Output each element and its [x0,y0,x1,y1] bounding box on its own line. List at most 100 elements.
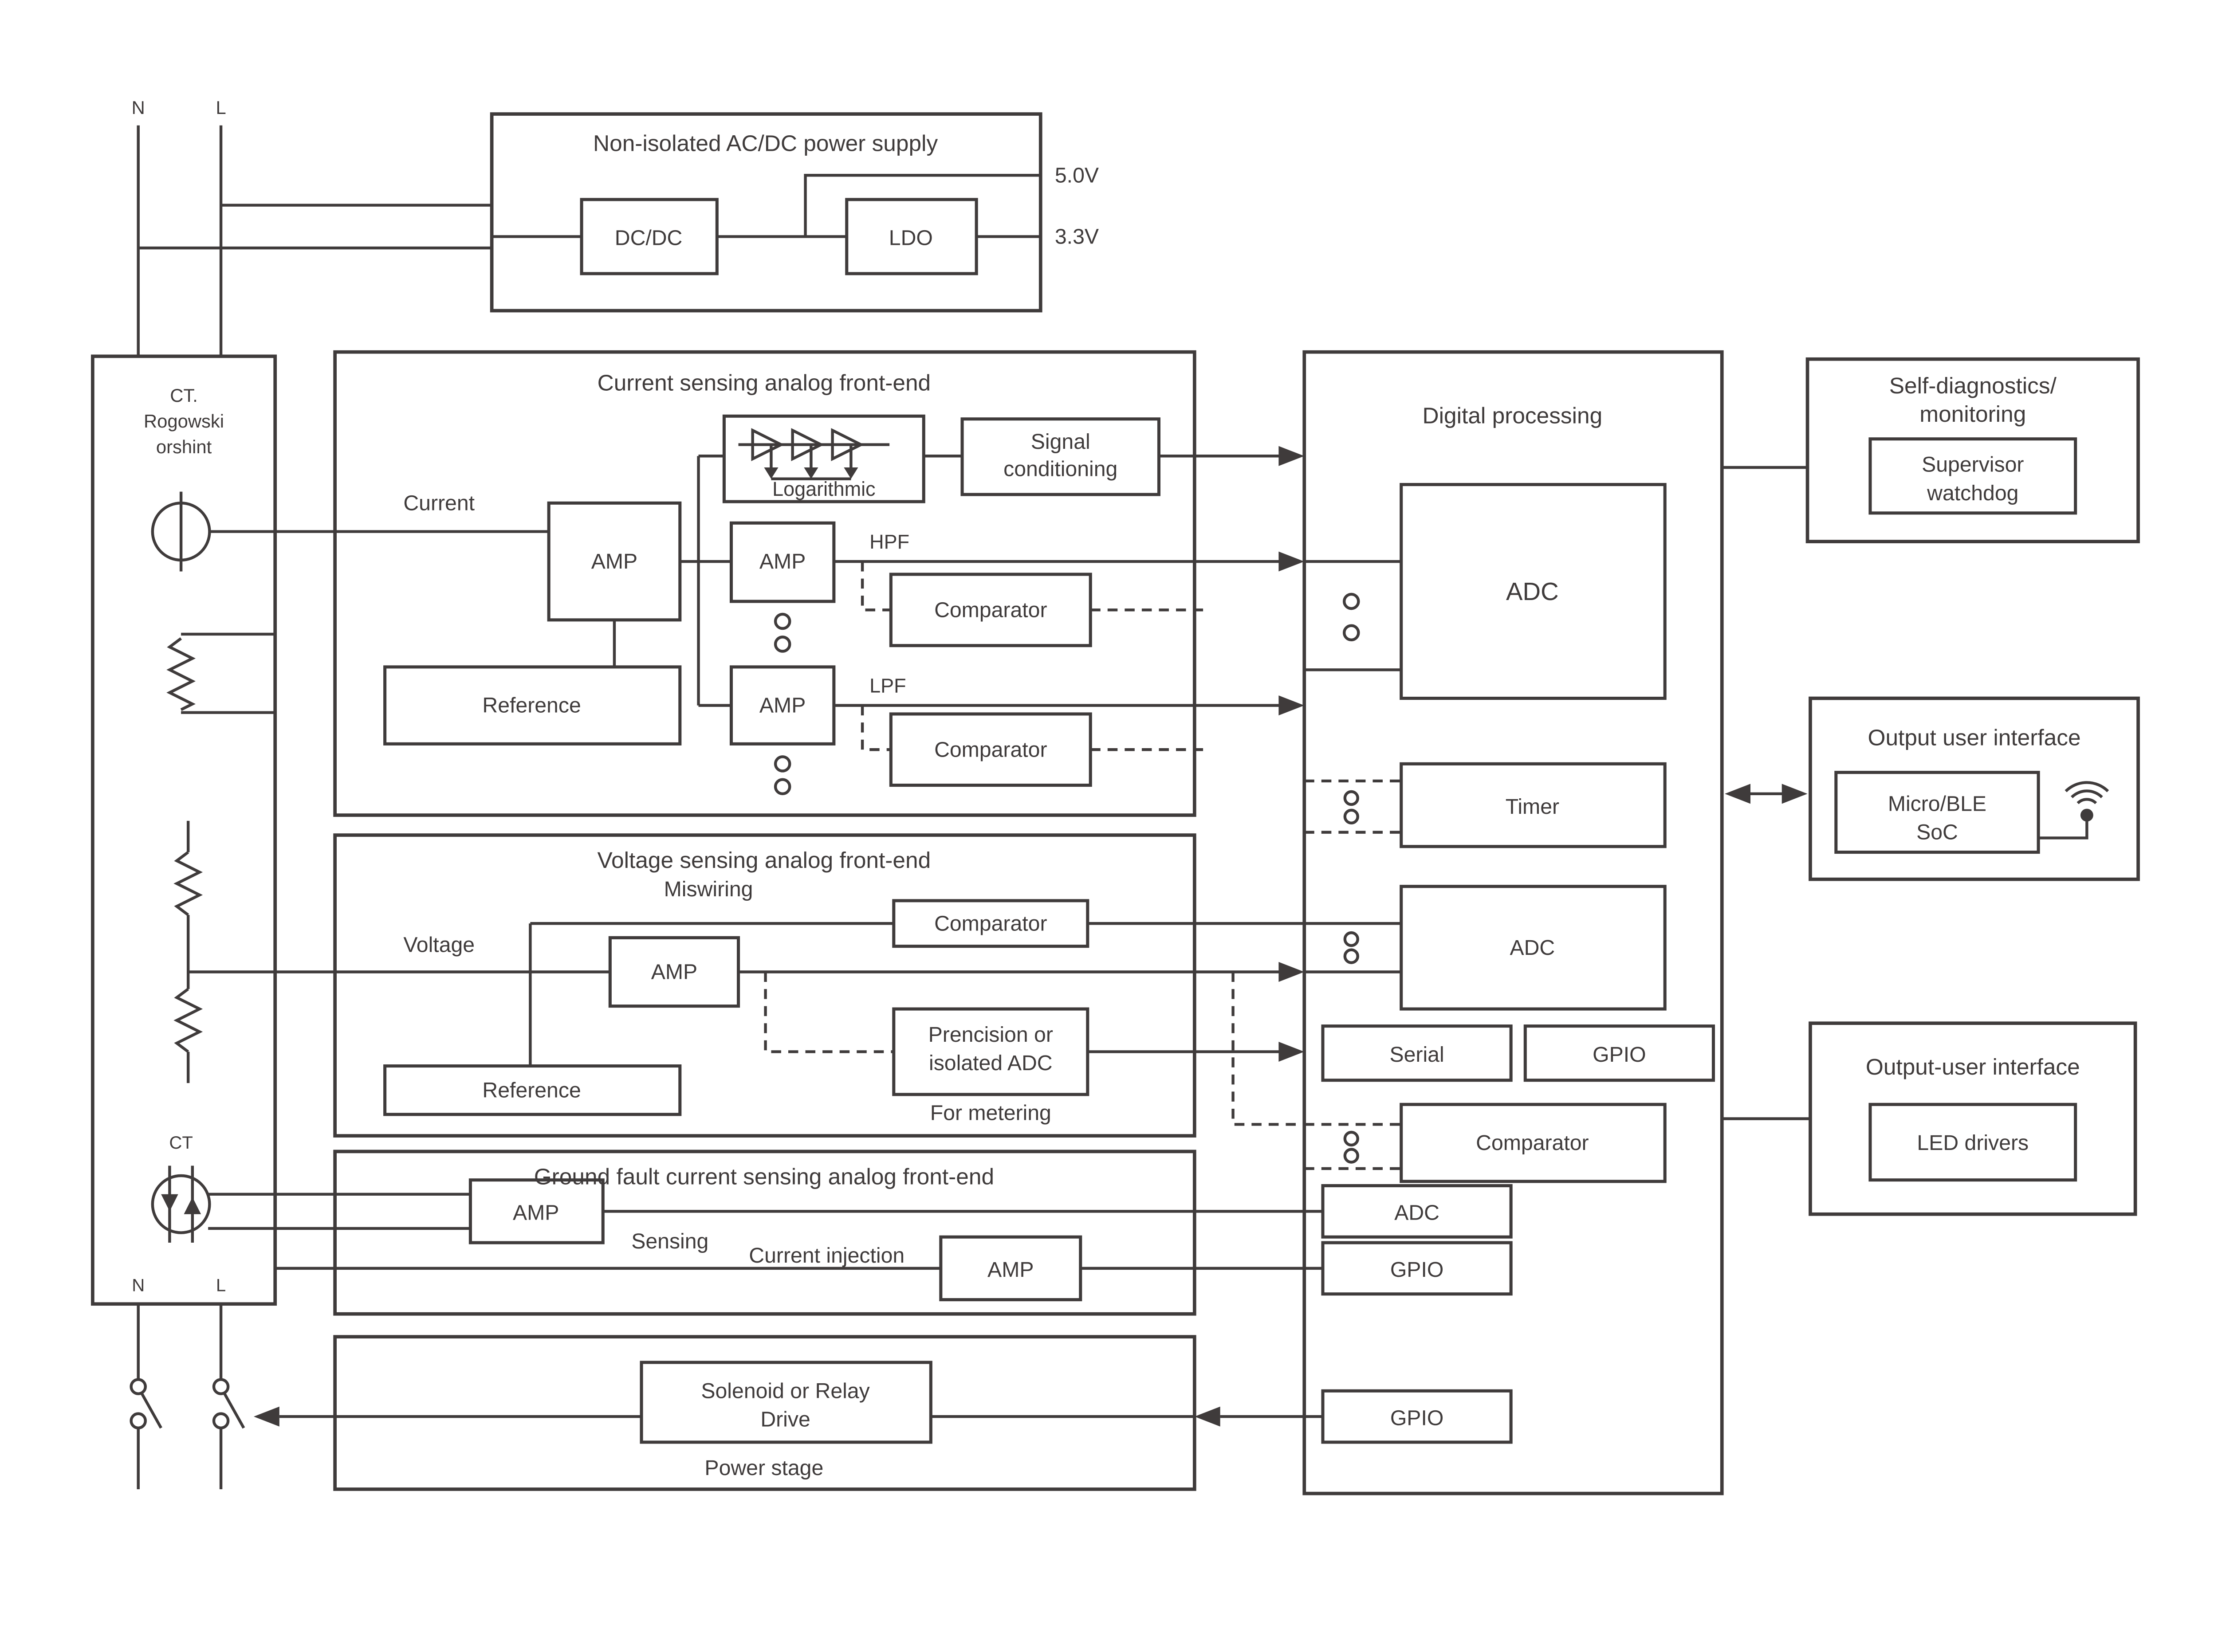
output-user-title: Output-user interface [1866,1054,2080,1079]
mains-n-label: N [132,97,145,118]
expand-dots-icon [1342,624,1360,642]
expand-dots-icon [1343,1148,1359,1164]
output-ui-title: Output user interface [1868,725,2080,750]
precision-adc-l1: Prencision or [928,1023,1053,1047]
shunt-resistor-icon [166,632,275,714]
output-user-interface-ble: Output user interface Micro/BLE SoC [1725,696,2140,881]
digital-comparator-box [1400,1103,1667,1183]
contact-l-top-icon [212,1378,230,1395]
expand-dots-icon [774,778,791,796]
ground-fault-title: Ground fault current sensing analog fron… [534,1163,994,1189]
arrow-voltage-icon [1278,962,1305,982]
soc-l2: SoC [1916,820,1958,844]
bidirectional-arrow-icon [1725,784,1808,804]
adc1-label: ADC [1506,577,1559,605]
expand-dots-icon [1343,1130,1359,1147]
wire-5v-out [804,174,1041,237]
wire-amp-to-precision-adc [764,972,894,1053]
timer-label: Timer [1506,795,1559,819]
serial-label: Serial [1389,1043,1444,1067]
current-source-icon [151,491,211,572]
sensor-l-label: L [216,1275,226,1295]
sensing-label: Sensing [631,1229,708,1253]
sensor-title-2: Rogowski [144,411,224,432]
solenoid-box [640,1361,932,1444]
sensor-title-1: CT. [170,385,198,406]
wire-lpf-to-comp [861,705,891,751]
mains-l-label: L [216,97,226,118]
contact-l-blade-icon [222,1391,245,1429]
arrow-hpf-icon [1278,551,1305,572]
signal-conditioning-l1: Signal [1031,430,1090,454]
voltage-afe-title: Voltage sensing analog front-end [598,847,931,873]
expand-dots-icon [1343,948,1359,964]
expand-dots-icon [774,755,791,773]
digital-comparator-label: Comparator [1476,1131,1589,1155]
gpio3-box [1321,1389,1513,1444]
voltage-reference-box [383,1064,682,1116]
gpio2-label: GPIO [1390,1258,1443,1282]
voltage-divider-icon [173,820,203,1083]
logarithmic-box [722,414,925,503]
current-reference-box [383,665,682,746]
expand-dots-icon [1342,593,1360,610]
wire-hpf-to-comp [861,561,891,612]
signal-conditioning-l2: conditioning [1003,457,1117,481]
led-drivers-label: LED drivers [1917,1131,2029,1155]
rail-3v3-label: 3.3V [1055,224,1099,248]
current-reference-label: Reference [482,694,581,718]
power-stage: Solenoid or Relay Drive Power stage [253,1335,1323,1491]
soc-box [1834,771,2040,854]
ldo-label: LDO [889,226,933,250]
current-afe-box [333,350,1196,817]
contact-l-bottom-icon [212,1412,230,1429]
log-amp-chain-icon [738,428,890,480]
gpio3-label: GPIO [1390,1406,1443,1430]
adc2-label: ADC [1510,936,1555,960]
gf-ct-toroid-icon [151,1165,211,1243]
antenna-icon [2038,781,2109,840]
watchdog-l1: Supervisor [1922,453,2024,477]
expand-dots-icon [774,636,791,653]
power-supply-section: Non-isolated AC/DC power supply DC/DC LD… [490,112,1099,313]
gf-sense-amp-label: AMP [513,1201,559,1225]
expand-dots-icon [1343,931,1359,947]
adc3-label: ADC [1394,1201,1439,1225]
hpf-amp-label: AMP [759,549,806,573]
soc-l1: Micro/BLE [1888,792,1986,816]
relay-contacts [130,1304,245,1489]
expand-dots-icon [1343,808,1359,824]
for-metering-label: For metering [930,1101,1051,1125]
power-stage-box [333,1335,1196,1491]
adc1-box [1400,483,1667,700]
sensor-n-label: N [132,1275,145,1295]
serial-box [1321,1024,1513,1082]
watchdog-box [1868,437,2077,515]
contact-n-top-icon [130,1378,147,1395]
self-diagnostics-box [1805,357,2140,543]
miswiring-comparator-label: Comparator [934,911,1047,935]
arrow-sigcond-icon [1278,446,1305,466]
sensor-title-3: orshint [156,436,212,457]
voltage-amp-label: AMP [651,960,697,984]
hpf-comparator-label: Comparator [934,598,1047,622]
output-user-box [1809,1021,2137,1216]
gpio1-box [1523,1024,1715,1082]
arrow-metering-icon [1278,1041,1305,1062]
sensor-column: CT. Rogowski orshint CT [91,354,610,1306]
led-drivers-box [1868,1103,2077,1182]
power-supply-box [490,112,1042,313]
digital-title: Digital processing [1423,402,1603,428]
rail-5v-label: 5.0V [1055,163,1099,187]
digital-processing-box [1302,350,1724,1495]
gpio1-label: GPIO [1593,1043,1646,1067]
expand-dots-icon [1343,790,1359,806]
hpf-label: HPF [869,530,909,553]
voltage-input-label: Voltage [403,933,475,957]
contact-n-blade-icon [140,1391,162,1429]
current-injection-label: Current injection [749,1244,905,1267]
voltage-reference-label: Reference [482,1078,581,1102]
sensor-column-box [91,354,277,1306]
